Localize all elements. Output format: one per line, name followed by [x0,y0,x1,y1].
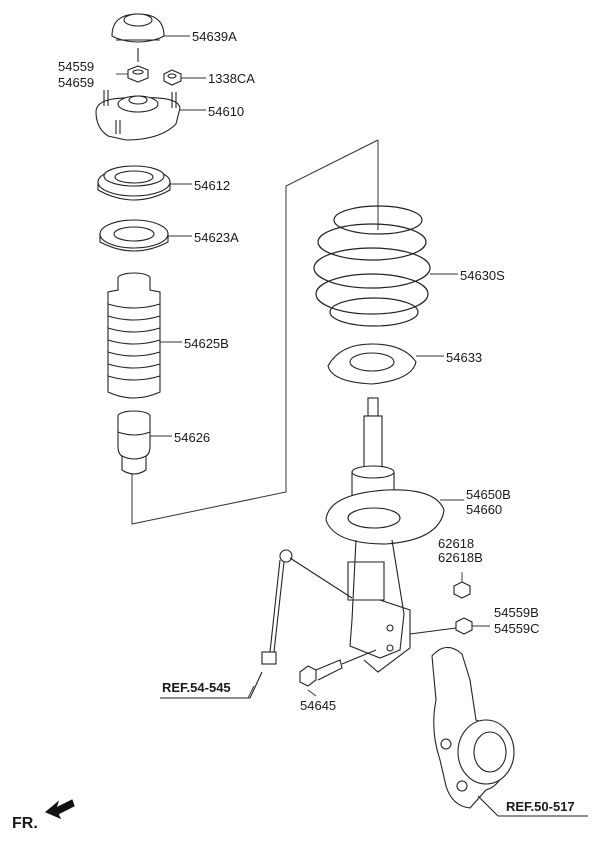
insulator-cap-part [111,13,165,62]
label-54559B: 54559B [494,605,539,620]
label-54625B: 54625B [184,336,229,351]
assembly-frame-lines [131,139,379,525]
label-54659: 54659 [58,75,95,90]
coil-spring-part [313,205,431,327]
label-62618: 62618 [438,536,475,551]
lock-nut-part [453,581,471,599]
knuckle-nut-part [409,617,473,635]
strut-bolt-part [299,649,377,687]
label-54630S: 54630S [460,268,505,283]
bearing-part [97,165,171,201]
ref-stabilizer-link: REF.54-545 [162,680,231,695]
label-54645: 54645 [300,698,337,713]
front-arrow-icon [44,799,75,820]
leader-lines [116,35,490,699]
flange-nut-part [163,69,182,86]
label-54559: 54559 [58,59,95,74]
label-54660: 54660 [466,502,503,517]
label-54650B: 54650B [466,487,511,502]
nut-part [127,65,149,83]
label-54559C: 54559C [494,621,540,636]
stabilizer-link-part [249,549,353,699]
ref-knuckle: REF.50-517 [506,799,575,814]
label-54610: 54610 [208,104,245,119]
label-54623A: 54623A [194,230,239,245]
label-54612: 54612 [194,178,231,193]
reference-underlines [160,697,588,817]
front-direction-label: FR. [12,815,38,832]
spring-pad-part [99,219,169,252]
steering-knuckle-part [431,646,515,817]
label-62618B: 62618B [438,550,483,565]
strut-mount-part [95,90,181,141]
strut-assembly-part [325,397,445,673]
lower-spring-pad-part [327,343,417,385]
dust-boot-part [107,272,161,399]
label-1338CA: 1338CA [208,71,255,86]
bump-stopper-part [117,410,151,475]
label-54633: 54633 [446,350,483,365]
label-54639A: 54639A [192,29,237,44]
label-54626: 54626 [174,430,211,445]
